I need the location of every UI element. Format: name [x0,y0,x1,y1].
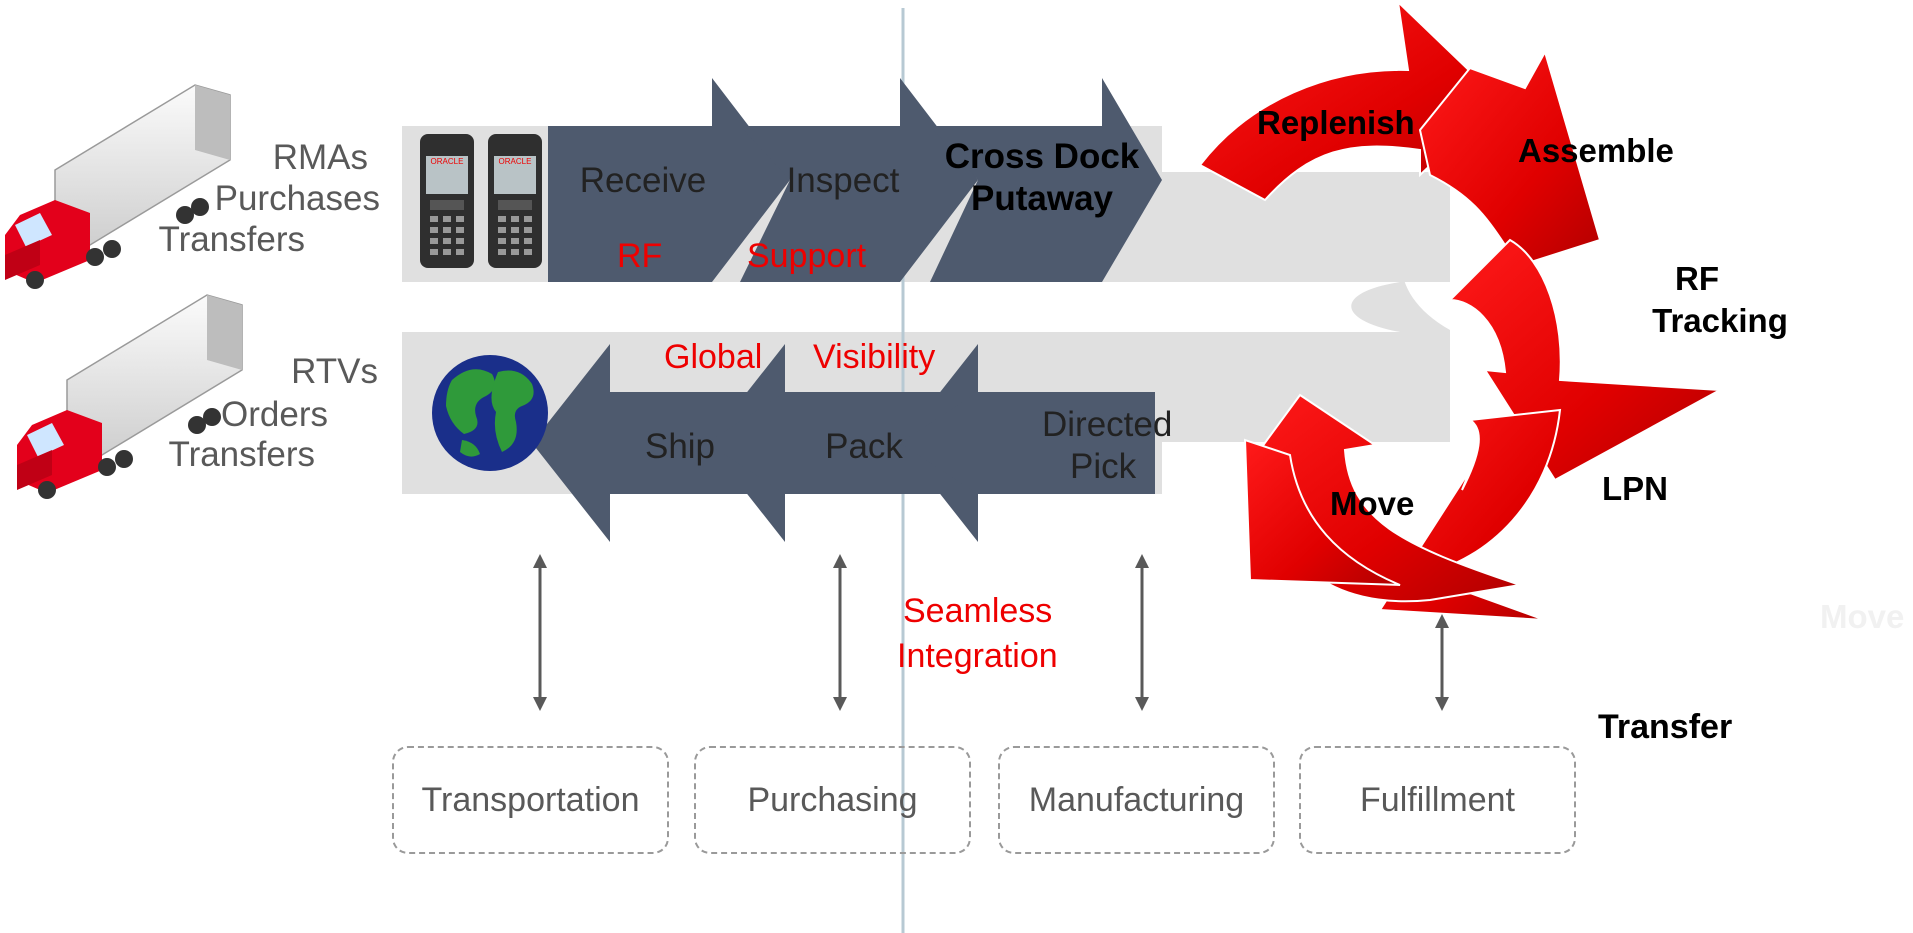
integration-label: Integration [897,637,1058,675]
globe-icon [432,355,548,471]
system-box-purchasing: Purchasing [694,746,971,854]
step-directed-line2: Pick [1070,447,1137,486]
step-crossdock-line2: Putaway [971,179,1114,218]
hub-connector [1160,172,1450,442]
visibility-label: Visibility [813,338,936,376]
outbound-source-orders: Orders [221,395,328,434]
integration-connectors [533,554,1449,711]
step-pack: Pack [825,427,903,466]
ship-arrow [532,344,785,542]
cycle-label-rf-line1: RF [1675,260,1719,297]
inbound-source-purchases: Purchases [214,179,380,218]
step-receive: Receive [580,161,706,200]
seamless-label: Seamless [903,592,1053,630]
step-ship: Ship [645,427,715,466]
cycle-arrow-move-tail [1243,438,1401,586]
inbound-source-rmas: RMAs [272,138,368,177]
outbound-source-rtvs: RTVs [291,352,378,391]
outbound-source-transfers: Transfers [168,435,315,474]
receive-arrow [548,78,790,282]
rf-label: RF [617,237,663,275]
inspect-arrow [740,78,978,282]
outbound-step-arrows: Ship Pack Directed Pick [532,344,1172,542]
cycle-arrows [1198,0,1724,621]
system-box-manufacturing: Manufacturing [998,746,1275,854]
cycle-arrow-assemble [1418,49,1602,277]
svg-text:ORACLE: ORACLE [499,157,532,166]
inbound-truck-icon [5,84,231,289]
cycle-label-replenish: Replenish [1257,104,1415,141]
transfer-label: Transfer [1598,708,1733,746]
support-label: Support [747,237,867,275]
global-label: Global [664,338,763,376]
svg-text:ORACLE: ORACLE [431,157,464,166]
crossdock-arrow [930,78,1162,282]
rf-scanner-icon: ORACLE ORACLE [420,134,542,268]
cycle-label-move: Move [1330,485,1414,522]
system-box-transportation: Transportation [392,746,669,854]
faded-move-label: Move [1820,598,1904,635]
step-directed-line1: Directed [1042,405,1172,444]
cycle-label-assemble: Assemble [1518,132,1674,169]
cycle-labels: Replenish Assemble RF Tracking LPN Move … [1257,104,1904,635]
inbound-source-transfers: Transfers [158,220,305,259]
cycle-label-rf-line2: Tracking [1652,302,1788,339]
cycle-label-lpn: LPN [1602,470,1668,507]
step-crossdock-line1: Cross Dock [945,137,1140,176]
inbound-step-arrows: Receive Inspect Cross Dock Putaway [548,78,1162,282]
step-inspect: Inspect [787,161,900,200]
system-box-fulfillment: Fulfillment [1299,746,1576,854]
outbound-truck-icon [17,294,243,499]
